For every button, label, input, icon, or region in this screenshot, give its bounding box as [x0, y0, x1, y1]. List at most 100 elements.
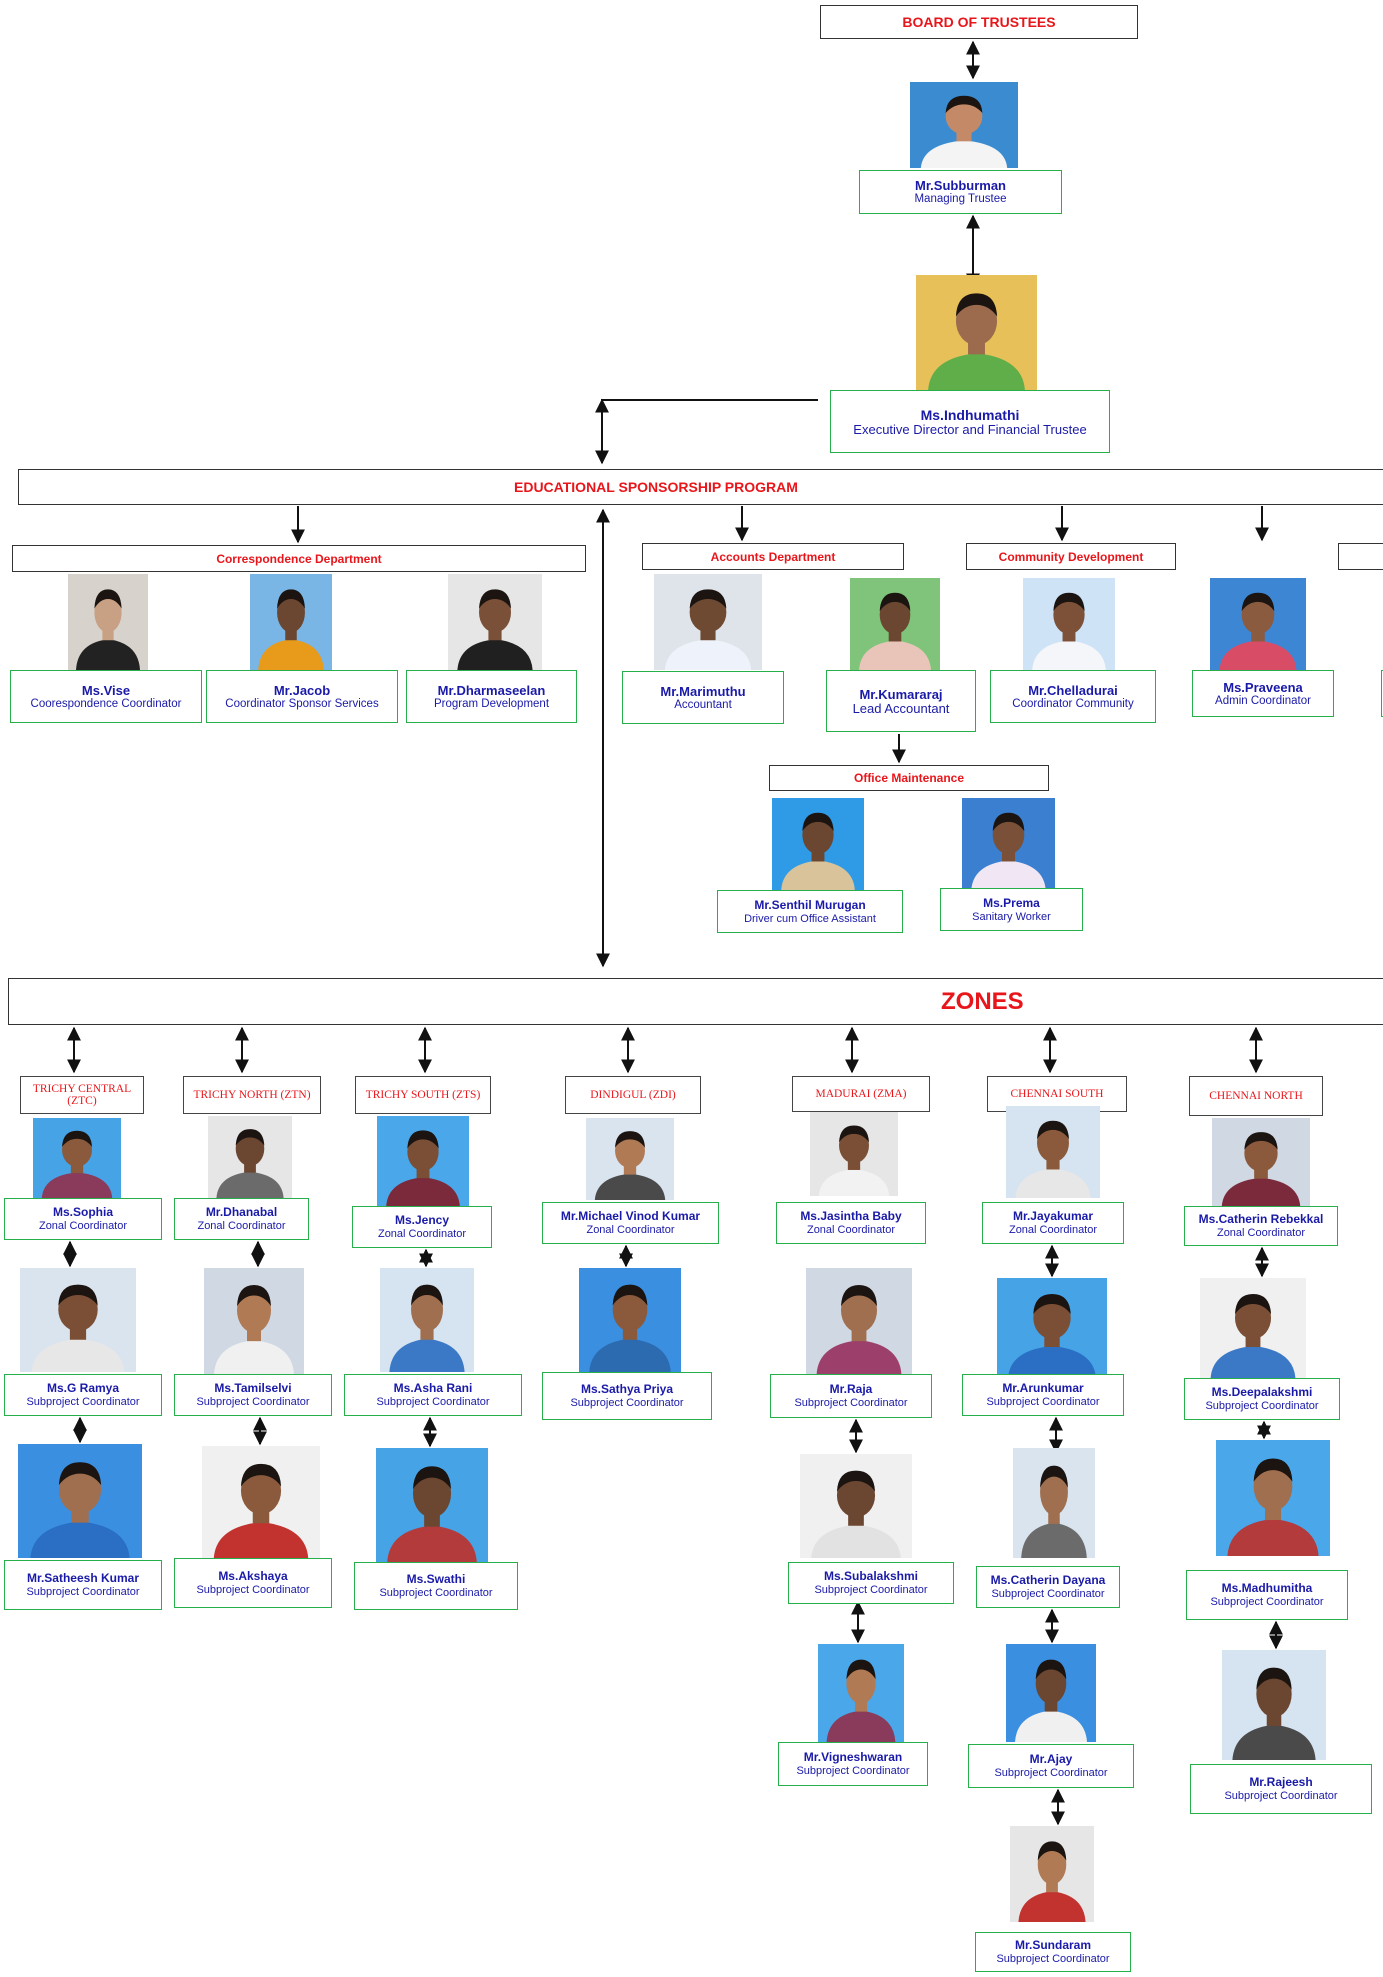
person-name: Ms.Jasintha Baby — [800, 1209, 902, 1223]
portrait-silhouette — [376, 1448, 488, 1562]
person-name: Ms.Swathi — [406, 1572, 466, 1586]
person-role: Subproject Coordinator — [796, 1765, 910, 1777]
photo-zonal-coordinator — [208, 1116, 292, 1198]
card-partial — [1381, 670, 1383, 717]
person-name: Mr.Michael Vinod Kumar — [560, 1209, 701, 1223]
person-role: Sanitary Worker — [972, 910, 1051, 923]
person-role: Zonal Coordinator — [38, 1220, 128, 1232]
person-name: Ms.Jency — [394, 1213, 450, 1227]
person-name: Ms.Deepalakshmi — [1211, 1385, 1313, 1399]
card-prema: Ms.Prema Sanitary Worker — [940, 888, 1083, 931]
portrait-silhouette — [202, 1446, 320, 1558]
person-role: Coordinator Sponsor Services — [225, 697, 379, 710]
person-role: Program Development — [433, 697, 550, 710]
person-role: Managing Trustee — [914, 193, 1007, 205]
portrait-silhouette — [204, 1268, 304, 1374]
person-name: Mr.Sundaram — [1014, 1938, 1092, 1952]
portrait-silhouette — [1216, 1440, 1330, 1556]
card-kumararaj: Mr.Kumararaj Lead Accountant — [826, 670, 976, 732]
portrait-silhouette — [448, 574, 542, 670]
photo-subproject-coordinator — [818, 1644, 904, 1742]
person-name: Ms.Asha Rani — [393, 1381, 473, 1395]
portrait-silhouette — [997, 1278, 1107, 1378]
person-role: Executive Director and Financial Trustee — [853, 421, 1087, 437]
photo-subproject-coordinator — [579, 1268, 681, 1372]
photo-subburman — [910, 82, 1018, 168]
portrait-silhouette — [377, 1116, 469, 1206]
person-role: Subproject Coordinator — [991, 1588, 1105, 1600]
photo-zonal-coordinator — [1006, 1106, 1100, 1198]
photo-subproject-coordinator — [380, 1268, 474, 1372]
person-name: Mr.Arunkumar — [1002, 1381, 1084, 1395]
person-role: Admin Coordinator — [1215, 694, 1311, 707]
person-role: Subproject Coordinator — [26, 1586, 140, 1598]
person-role: Zonal Coordinator — [806, 1224, 896, 1236]
card-senthil: Mr.Senthil Murugan Driver cum Office Ass… — [717, 890, 903, 933]
person-role: Subproject Coordinator — [196, 1584, 310, 1596]
person-role: Coordinator Community — [1012, 697, 1134, 710]
photo-subproject-coordinator — [1200, 1278, 1306, 1378]
photo-zonal-coordinator — [33, 1118, 121, 1198]
photo-chelladurai — [1023, 578, 1115, 670]
person-role: Lead Accountant — [852, 701, 950, 716]
board-of-trustees-header: BOARD OF TRUSTEES — [820, 5, 1138, 39]
person-role: Subproject Coordinator — [1224, 1790, 1338, 1802]
photo-kumararaj — [850, 578, 940, 670]
photo-subproject-coordinator — [1013, 1448, 1095, 1558]
photo-vise — [68, 574, 148, 670]
zone-header: TRICHY NORTH (ZTN) — [183, 1076, 321, 1114]
person-name: Mr.Ajay — [1029, 1752, 1073, 1766]
portrait-silhouette — [916, 275, 1037, 390]
portrait-silhouette — [850, 578, 940, 670]
photo-prema — [962, 798, 1055, 890]
portrait-silhouette — [250, 574, 332, 670]
person-name: Mr.Senthil Murugan — [754, 897, 866, 912]
person-role: Coorespondence Coordinator — [30, 697, 182, 710]
person-role: Zonal Coordinator — [377, 1228, 467, 1240]
portrait-silhouette — [1010, 1826, 1094, 1922]
partial-department-header — [1338, 543, 1383, 570]
photo-subproject-coordinator — [204, 1268, 304, 1374]
person-role: Zonal Coordinator — [1008, 1224, 1098, 1236]
person-name: Ms.Catherin Rebekkal — [1198, 1212, 1324, 1226]
portrait-silhouette — [18, 1444, 142, 1558]
portrait-silhouette — [818, 1644, 904, 1742]
card-dharmaseelan: Mr.Dharmaseelan Program Development — [406, 670, 577, 723]
portrait-silhouette — [1212, 1118, 1310, 1206]
person-name: Ms.Indhumathi — [920, 406, 1020, 423]
zone-header: DINDIGUL (ZDI) — [565, 1076, 701, 1114]
zone-header: CHENNAI NORTH — [1189, 1076, 1323, 1116]
portrait-silhouette — [654, 574, 762, 670]
portrait-silhouette — [810, 1112, 898, 1196]
person-role: Subproject Coordinator — [794, 1397, 908, 1409]
card-vise: Ms.Vise Coorespondence Coordinator — [10, 670, 202, 723]
card-marimuthu: Mr.Marimuthu Accountant — [622, 671, 784, 724]
person-role: Subproject Coordinator — [1205, 1400, 1319, 1412]
zone-header: TRICHY CENTRAL (ZTC) — [20, 1076, 144, 1114]
person-role: Subproject Coordinator — [376, 1396, 490, 1408]
photo-zonal-coordinator — [377, 1116, 469, 1206]
person-role: Accountant — [674, 698, 732, 711]
portrait-silhouette — [586, 1118, 674, 1200]
photo-subproject-coordinator — [1006, 1644, 1096, 1742]
person-name: Mr.Vigneshwaran — [803, 1750, 903, 1764]
person-name: Ms.Catherin Dayana — [990, 1573, 1106, 1587]
card-praveena: Ms.Praveena Admin Coordinator — [1192, 670, 1334, 717]
